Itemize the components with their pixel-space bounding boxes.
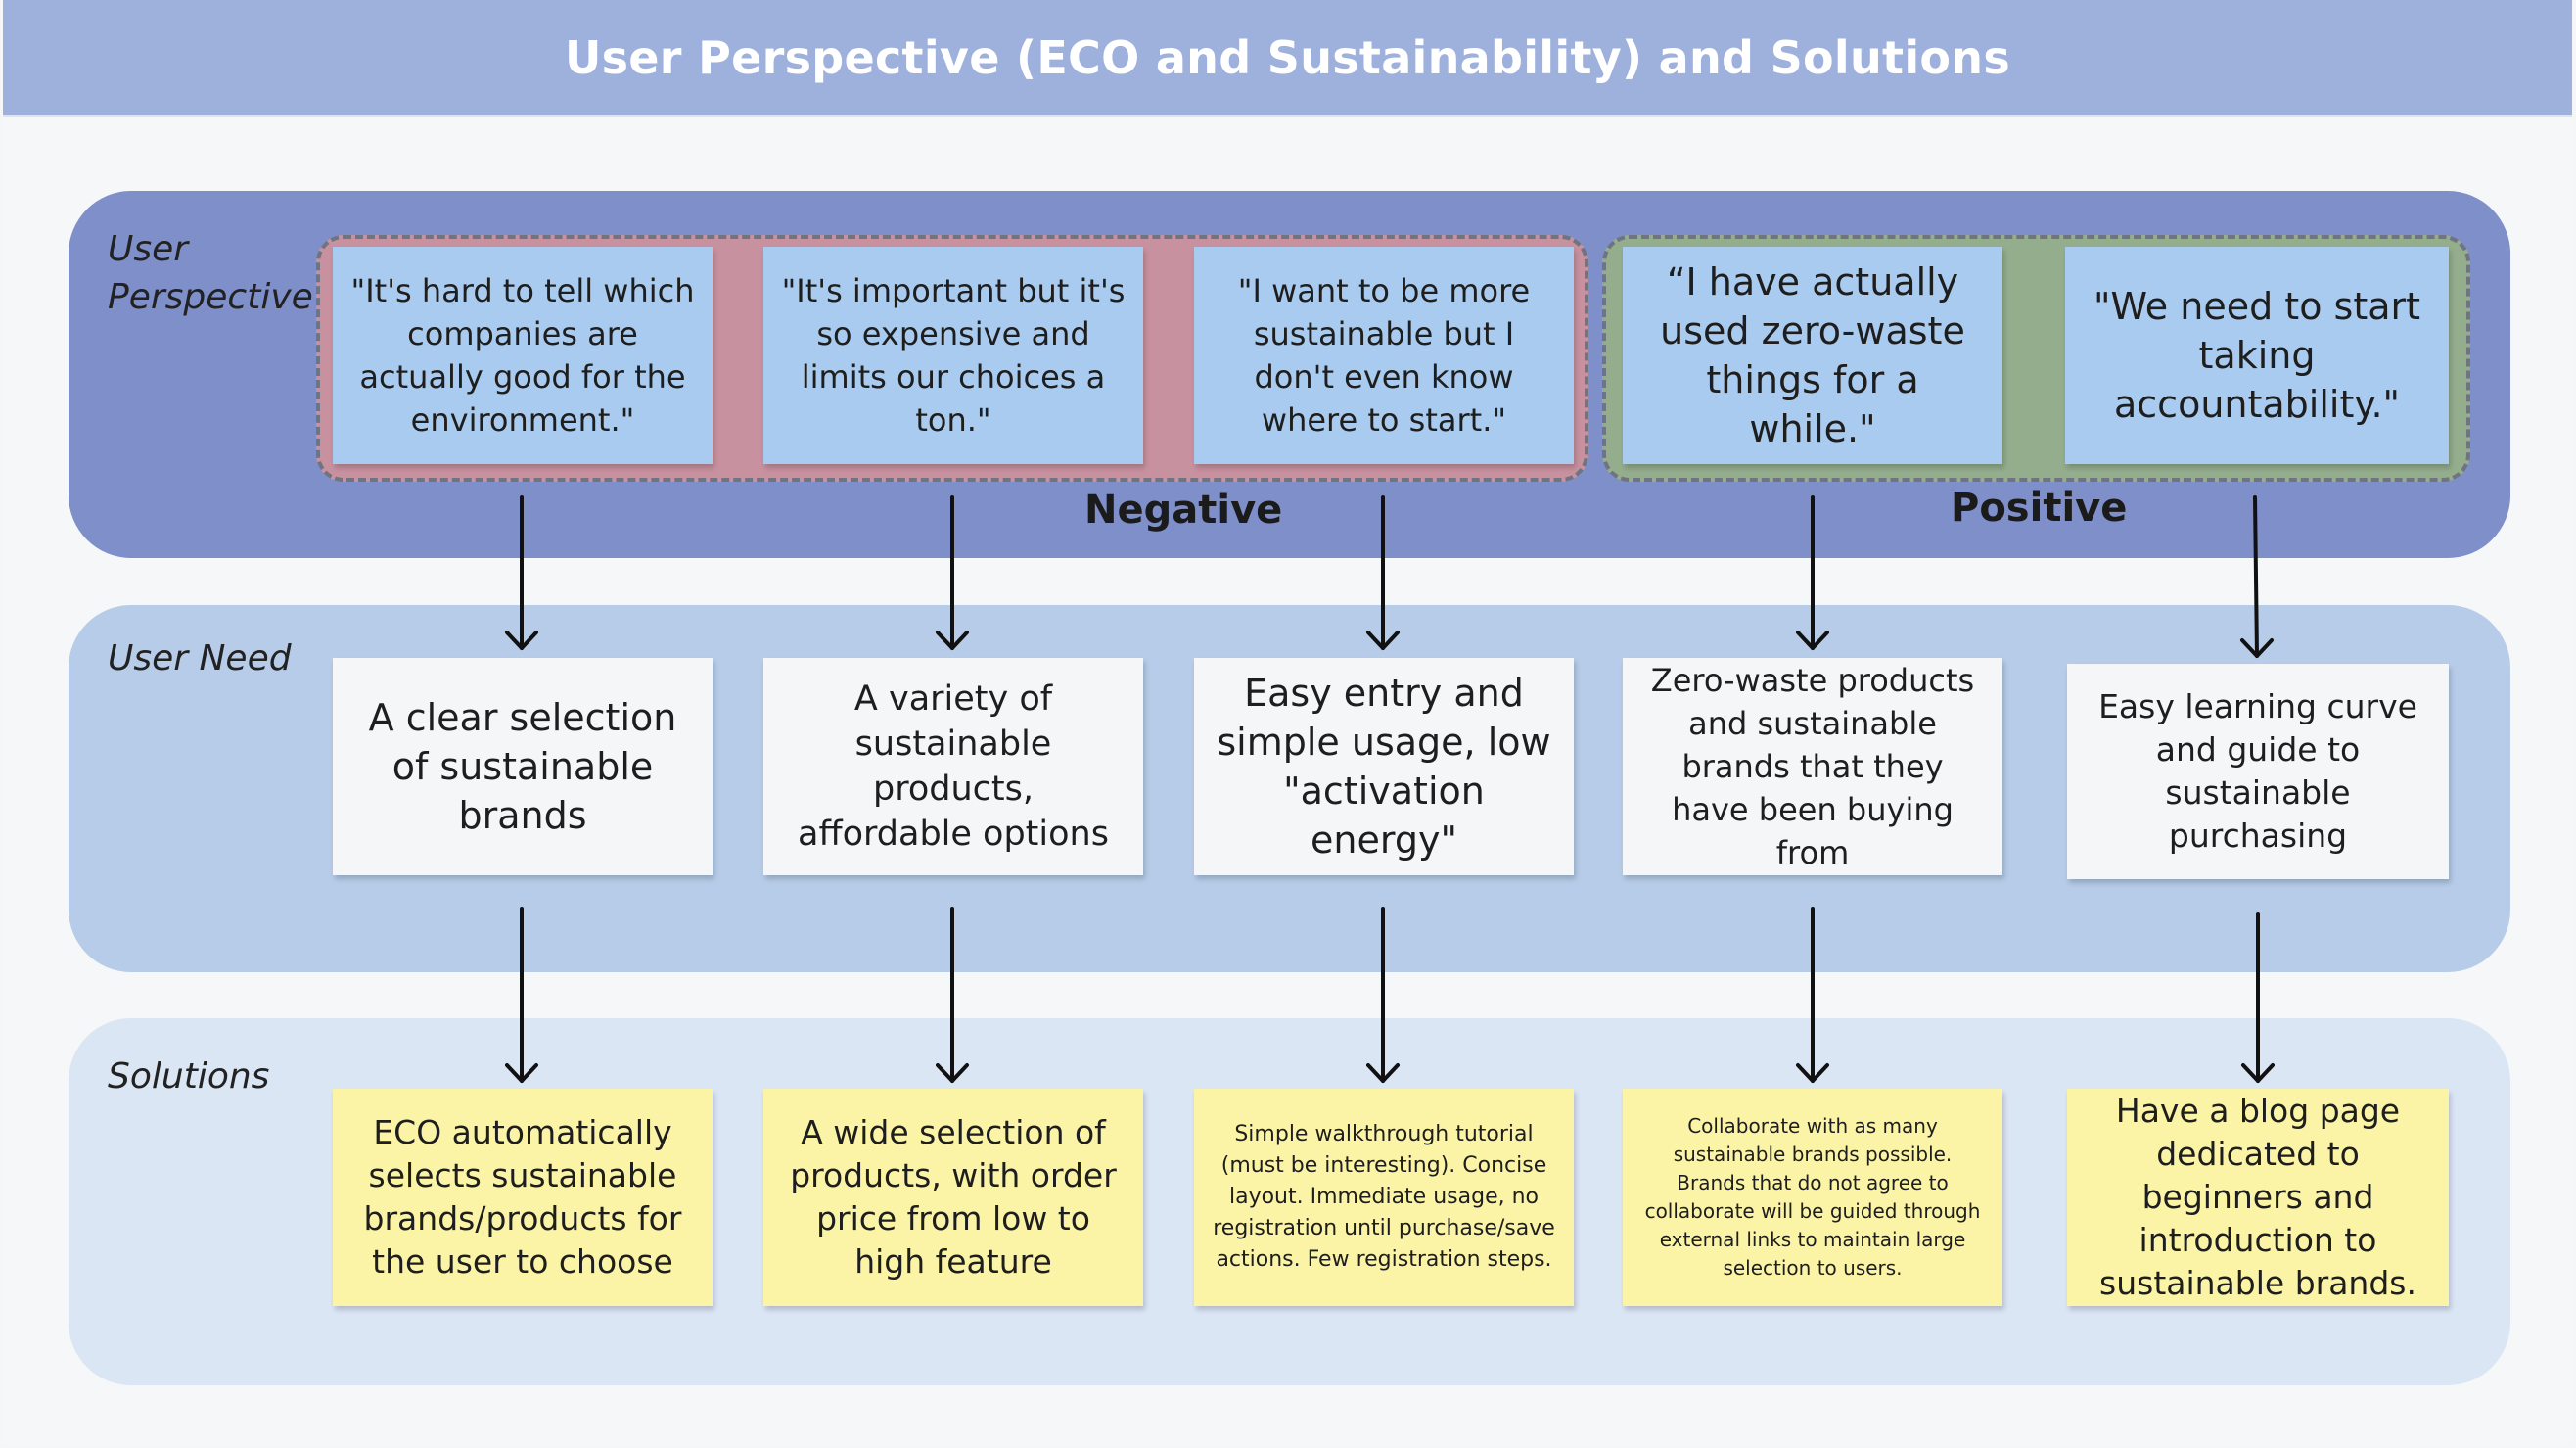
need-note-4: Zero-waste products and sustainable bran… [1623,658,2002,875]
arrow-need-to-solution-5 [2241,912,2275,1083]
group-label-positive: Positive [1951,486,2128,531]
solution-note-4: Collaborate with as many sustainable bra… [1623,1089,2002,1306]
perspective-note-1: "It's hard to tell which companies are a… [333,247,713,464]
perspective-note-5: "We need to start taking accountability.… [2065,247,2449,464]
arrow-need-to-solution-4 [1796,907,1829,1083]
band-label-user-perspective: User Perspective [108,229,313,317]
perspective-note-2-text: "It's important but it's so expensive an… [781,272,1126,439]
page-title: User Perspective (ECO and Sustainability… [564,30,2011,84]
band-label-solutions: Solutions [108,1056,270,1097]
solution-note-5-text: Have a blog page dedicated to beginners … [2099,1092,2416,1302]
need-note-3: Easy entry and simple usage, low "activa… [1194,658,1574,875]
solution-note-5: Have a blog page dedicated to beginners … [2067,1089,2449,1306]
need-note-1-text: A clear selection of sustainable brands [368,696,677,837]
band-label-user-need: User Need [108,638,292,678]
solution-note-1-text: ECO automatically selects sustainable br… [363,1113,682,1281]
need-note-5: Easy learning curve and guide to sustain… [2067,664,2449,879]
solution-note-2: A wide selection of products, with order… [763,1089,1143,1306]
arrow-need-to-solution-1 [505,907,538,1083]
arrow-perspective-to-need-3 [1366,495,1400,650]
perspective-note-4: “I have actually used zero-waste things … [1623,247,2002,464]
page-header: User Perspective (ECO and Sustainability… [3,0,2572,117]
perspective-note-1-text: "It's hard to tell which companies are a… [350,272,695,439]
solution-note-3: Simple walkthrough tutorial (must be int… [1194,1089,1574,1306]
perspective-note-2: "It's important but it's so expensive an… [763,247,1143,464]
arrow-need-to-solution-3 [1366,907,1400,1083]
perspective-note-5-text: "We need to start taking accountability.… [2093,285,2421,426]
need-note-5-text: Easy learning curve and guide to sustain… [2098,687,2417,855]
solution-note-1: ECO automatically selects sustainable br… [333,1089,713,1306]
arrow-perspective-to-need-4 [1796,495,1829,650]
need-note-3-text: Easy entry and simple usage, low "activa… [1217,672,1551,862]
arrow-perspective-to-need-2 [936,495,969,650]
arrow-perspective-to-need-1 [505,495,538,650]
arrow-need-to-solution-2 [936,907,969,1083]
solution-note-3-text: Simple walkthrough tutorial (must be int… [1213,1122,1555,1272]
perspective-note-3: "I want to be more sustainable but I don… [1194,247,1574,464]
need-note-2-text: A variety of sustainable products, affor… [798,679,1109,854]
need-note-1: A clear selection of sustainable brands [333,658,713,875]
need-note-2: A variety of sustainable products, affor… [763,658,1143,875]
group-label-negative: Negative [1084,488,1283,533]
perspective-note-3-text: "I want to be more sustainable but I don… [1237,272,1531,439]
perspective-note-4-text: “I have actually used zero-waste things … [1660,260,1965,450]
solution-note-4-text: Collaborate with as many sustainable bra… [1644,1114,1981,1280]
need-note-4-text: Zero-waste products and sustainable bran… [1650,662,1975,871]
solution-note-2-text: A wide selection of products, with order… [790,1113,1117,1281]
arrow-perspective-to-need-5 [2240,495,2274,658]
